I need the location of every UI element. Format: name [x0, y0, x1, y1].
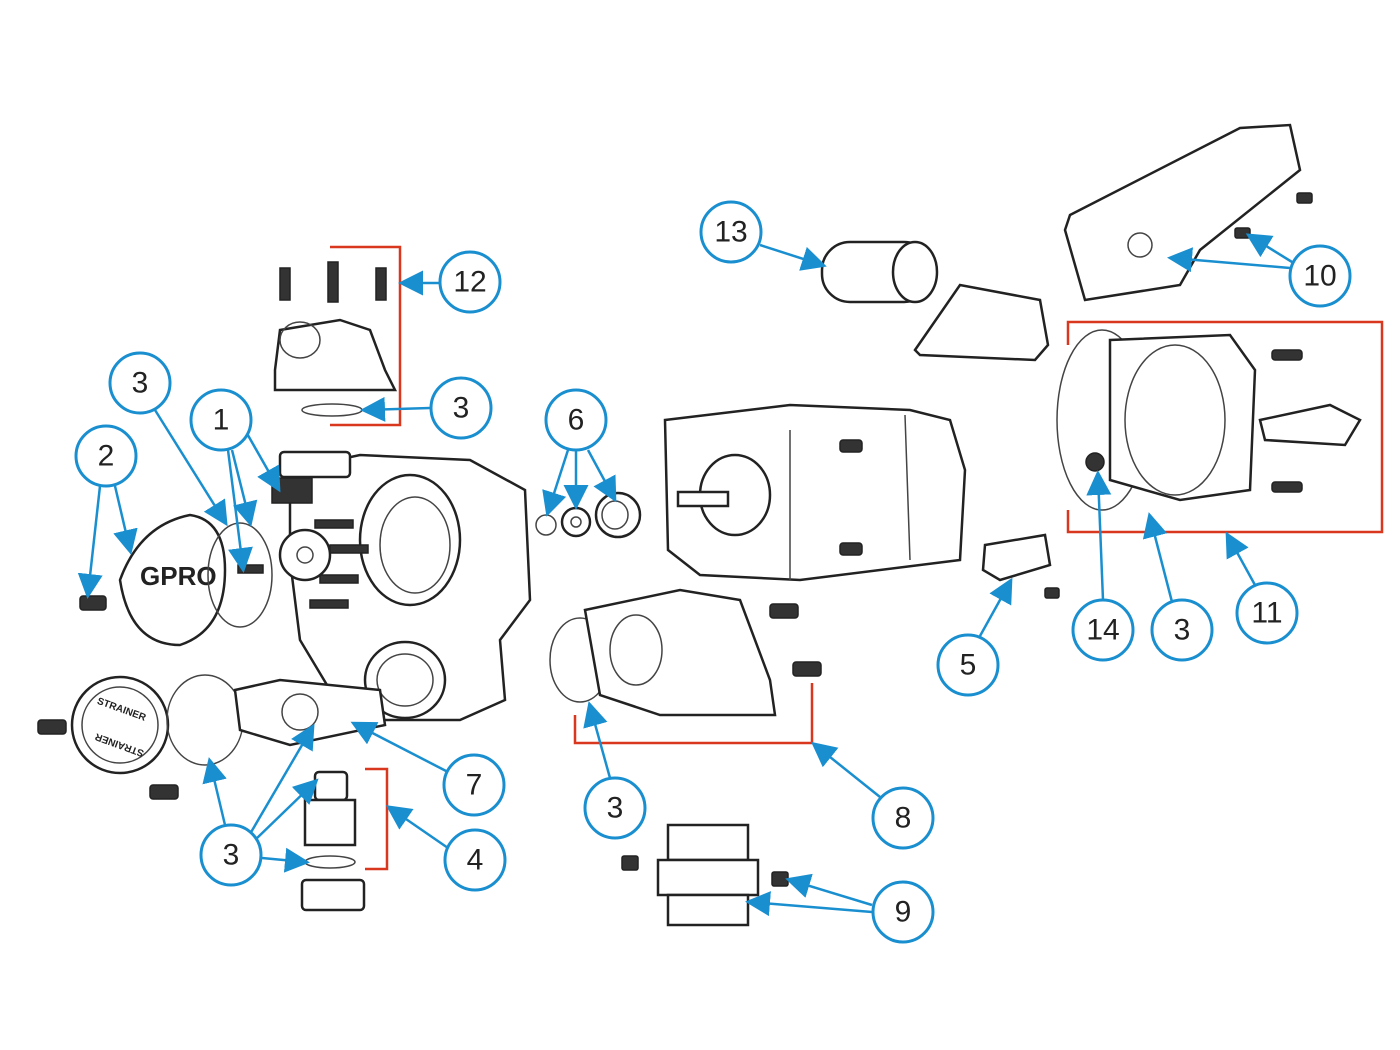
callout-10: 10	[1288, 244, 1352, 308]
bracket-4	[365, 767, 389, 871]
svg-text:10: 10	[1303, 260, 1336, 293]
svg-text:1: 1	[213, 404, 230, 437]
callout-2: 2	[74, 424, 138, 488]
svg-text:4: 4	[467, 844, 484, 877]
end-bell	[1056, 329, 1362, 511]
callout-12: 12	[438, 250, 502, 314]
motor	[663, 403, 967, 582]
callouts: 13 12 3 10 3 1 2 6 14 3 11 5 7 3 8 3 4 9	[74, 200, 1352, 944]
motor-cover	[1063, 123, 1313, 302]
svg-text:14: 14	[1086, 614, 1119, 647]
svg-text:3: 3	[607, 792, 624, 825]
front-cover: GPRO	[79, 513, 273, 647]
svg-text:9: 9	[895, 896, 912, 929]
pipe-nipple	[621, 823, 789, 927]
bracket-8	[573, 683, 814, 745]
callout-1: 1	[189, 388, 253, 452]
svg-text:3: 3	[453, 392, 470, 425]
callout-8: 8	[871, 786, 935, 850]
svg-text:3: 3	[223, 839, 240, 872]
parts: GPRO STRAINER STRAINER	[37, 123, 1362, 927]
callout-6: 6	[544, 388, 608, 452]
callout-13: 13	[699, 200, 763, 264]
pump-body	[278, 450, 532, 722]
bracket-12	[330, 245, 402, 427]
svg-text:6: 6	[568, 404, 585, 437]
svg-text:12: 12	[453, 266, 486, 299]
bypass-valve	[300, 770, 366, 912]
bracket-11	[1066, 320, 1384, 534]
seal-kit	[535, 491, 642, 539]
callout-3-oring-endbell: 3	[1150, 598, 1214, 662]
callout-11: 11	[1235, 581, 1299, 645]
svg-text:7: 7	[466, 769, 483, 802]
outlet-port	[273, 261, 398, 417]
callout-3-oring-strainer: 3	[199, 823, 263, 887]
callout-3-oring-cover: 3	[108, 351, 172, 415]
strainer-cover: STRAINER STRAINER	[37, 674, 387, 800]
switch	[981, 533, 1060, 599]
capacitor	[820, 240, 1050, 362]
callout-7: 7	[442, 753, 506, 817]
inlet-port	[549, 588, 822, 717]
svg-text:3: 3	[1174, 614, 1191, 647]
leader-arrows	[77, 233, 1293, 917]
svg-text:5: 5	[960, 649, 977, 682]
svg-text:13: 13	[714, 216, 747, 249]
svg-text:11: 11	[1251, 597, 1282, 630]
svg-text:3: 3	[132, 367, 149, 400]
cover-logo: GPRO	[140, 561, 217, 591]
svg-text:2: 2	[98, 440, 115, 473]
svg-text:8: 8	[895, 802, 912, 835]
callout-3-oring-inlet: 3	[583, 776, 647, 840]
callout-5: 5	[936, 633, 1000, 697]
callout-3-oring-outlet: 3	[429, 376, 493, 440]
callout-4: 4	[443, 828, 507, 892]
callout-14: 14	[1071, 598, 1135, 662]
callout-9: 9	[871, 880, 935, 944]
